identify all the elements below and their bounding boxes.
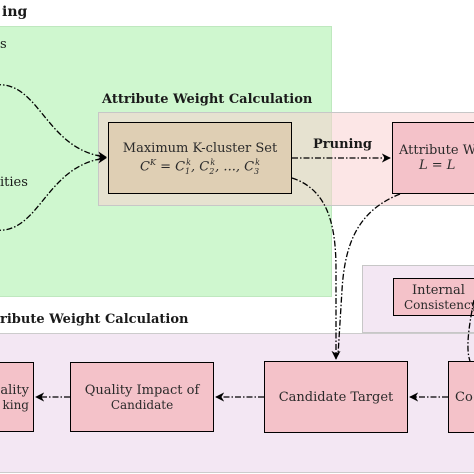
bottom-section-title: ribute Weight Calculation (0, 312, 189, 327)
quality-impact-title: Quality Impact of (84, 382, 200, 398)
right-partial-label: Co (455, 389, 473, 405)
attribute-weight-title: Attribute Weight Calculation (102, 92, 313, 107)
attribute-weight-box-title: Attribute W (399, 143, 474, 158)
attribute-weight-box: Attribute W L = L (392, 122, 474, 194)
internal-consistency-title: Internal (412, 282, 465, 298)
quality-impact-sub: Candidate (110, 397, 174, 412)
internal-consistency-box: Internal Consistency (393, 278, 474, 316)
arrow-attribute-to-candidate (337, 193, 401, 356)
left-partial-sub: king (2, 397, 29, 412)
pruning-label: Pruning (313, 137, 373, 152)
left-partial-title: ality (0, 382, 29, 398)
left-partial-box: ality king (0, 362, 34, 432)
arrow-kcluster-to-candidate (291, 177, 341, 360)
attribute-weight-box-formula: L = L (419, 158, 456, 173)
candidate-target-label: Candidate Target (278, 389, 394, 405)
arrow-consistency-to-right (467, 299, 474, 362)
arrow-bottom-to-kcluster (0, 154, 107, 231)
internal-consistency-sub: Consistency (404, 297, 474, 312)
quality-impact-box: Quality Impact of Candidate (70, 362, 214, 432)
right-partial-box: Co (448, 361, 474, 433)
top-left-partial-label-1: s (0, 37, 7, 52)
top-left-partial-label-2: ities (0, 175, 28, 190)
candidate-target-box: Candidate Target (264, 361, 408, 433)
kcluster-set-formula: CK = C1k, C2k, ..., C3k (140, 157, 260, 176)
top-left-section-title: ing (2, 4, 28, 20)
kcluster-set-title: Maximum K-cluster Set (122, 140, 278, 156)
kcluster-set-box: Maximum K-cluster Set CK = C1k, C2k, ...… (108, 122, 292, 194)
arrow-top-to-kcluster (0, 84, 107, 161)
